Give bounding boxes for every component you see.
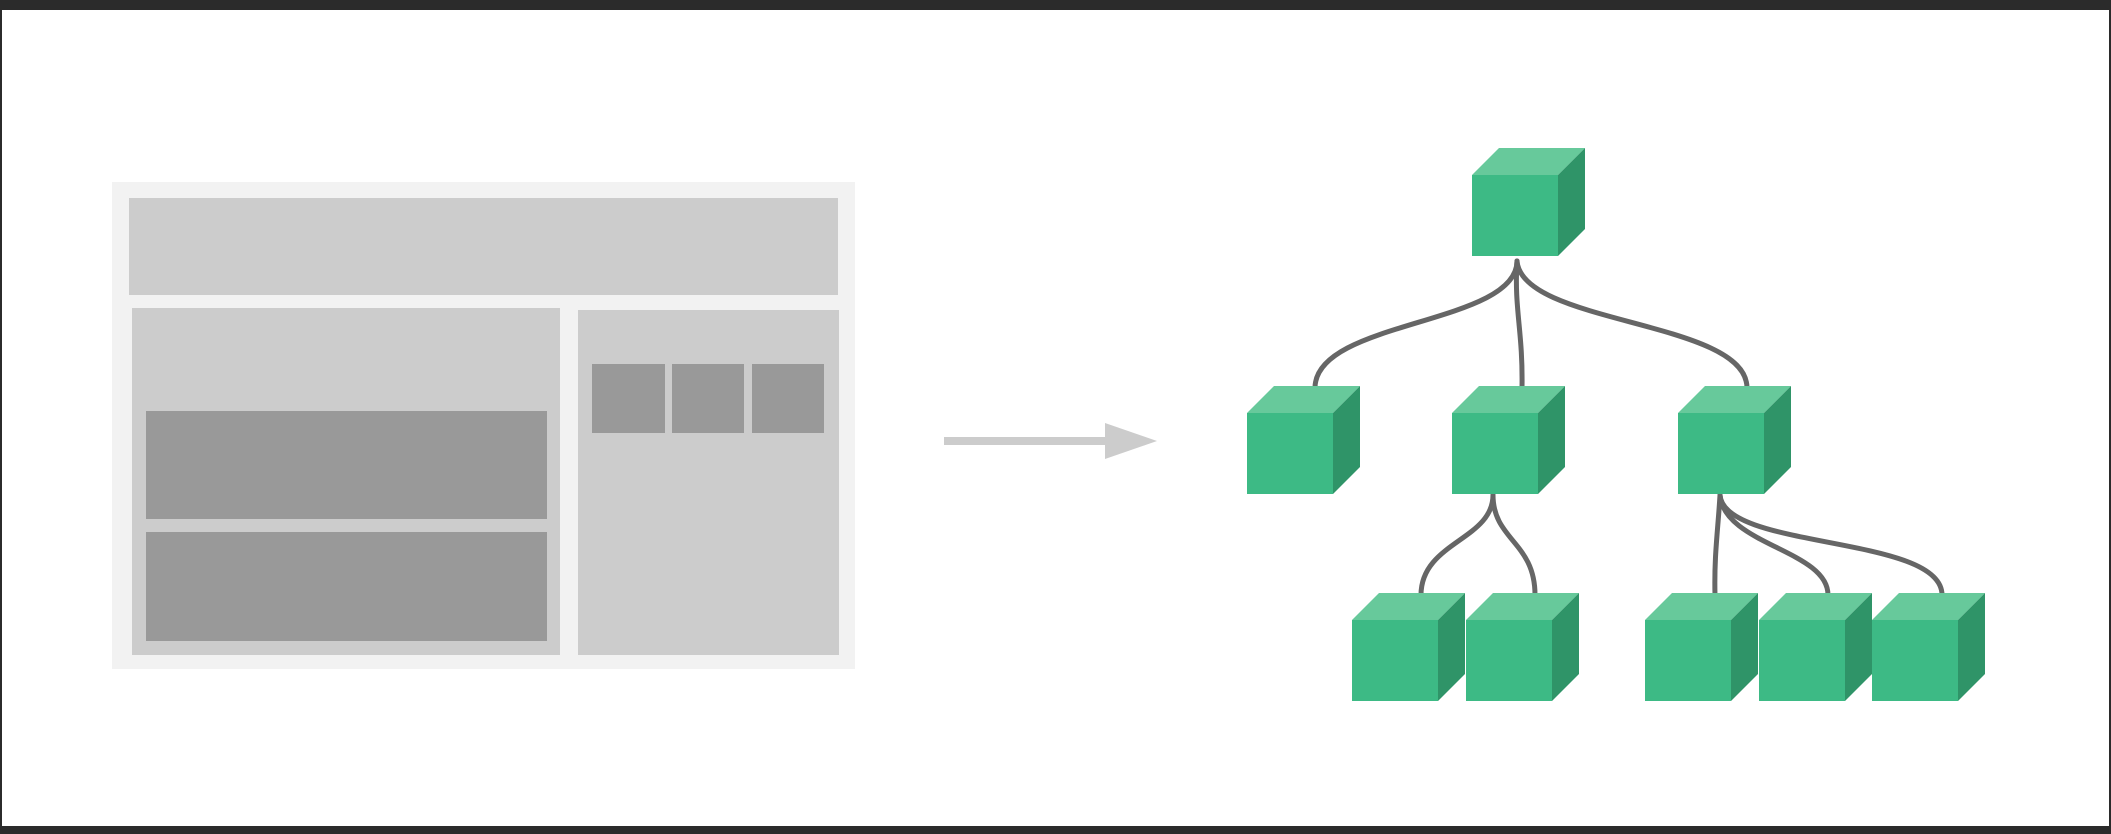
cube-icon [1872,593,1985,701]
cube-icon [1645,593,1758,701]
cube-icon [1759,593,1872,701]
edge-right-child-1 [1712,492,1723,598]
edge-middle-child-1 [1418,492,1496,598]
cube-icon [1247,386,1360,494]
wireframe-sidebar-tile-1 [592,364,665,433]
wireframe-sidebar [578,310,839,655]
edge-right-child-2 [1717,492,1831,598]
wireframe-header [129,198,838,295]
cube-icon [1466,593,1579,701]
cube-icon [1678,386,1791,494]
image-canvas [2,10,2109,826]
cube-icon [1472,148,1585,256]
cube-icon [1352,593,1465,701]
edge-root-left [1312,258,1520,391]
wireframe-sidebar-tile-3 [752,364,824,433]
tree-connections [1312,258,1945,598]
cube-icon [1452,386,1565,494]
edge-root-middle [1513,258,1525,391]
edge-right-child-3 [1717,492,1945,598]
page-wireframe [112,182,855,669]
edge-middle-child-2 [1490,492,1538,598]
wireframe-main-block-1 [146,411,547,519]
right-arrow-icon [944,423,1157,459]
tree-nodes [1247,148,1985,701]
component-tree-diagram [112,148,1985,701]
wireframe-sidebar-tile-2 [672,364,744,433]
edge-root-right [1514,258,1750,391]
wireframe-main-block-2 [146,532,547,641]
